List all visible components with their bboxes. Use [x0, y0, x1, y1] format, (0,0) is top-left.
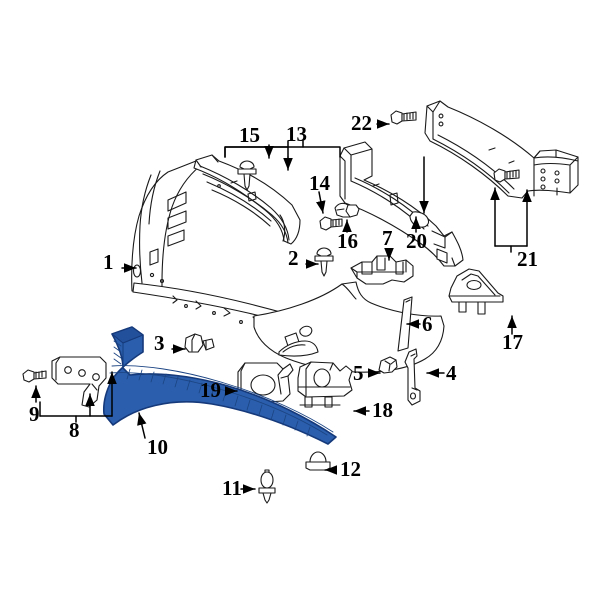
part-8-side-bracket — [51, 356, 107, 408]
callout-19[interactable]: 19 — [200, 378, 221, 402]
callout-8[interactable]: 8 — [69, 418, 80, 442]
part-17-tow-bracket — [448, 268, 504, 315]
bracket-13 — [224, 146, 341, 158]
callout-11[interactable]: 11 — [222, 476, 242, 500]
part-7-air-guide — [350, 255, 414, 285]
callout-21[interactable]: 21 — [517, 247, 538, 271]
callout-6[interactable]: 6 — [422, 312, 433, 336]
part-outlines — [22, 100, 579, 504]
callout-14[interactable]: 14 — [309, 171, 330, 195]
part-20-absorber — [339, 141, 464, 267]
callout-13[interactable]: 13 — [286, 122, 307, 146]
callout-2[interactable]: 2 — [288, 246, 299, 270]
callout-9[interactable]: 9 — [29, 402, 40, 426]
part-1-bumper-cover — [131, 160, 445, 373]
callout-4[interactable]: 4 — [446, 361, 457, 385]
leader-lines — [31, 119, 532, 494]
callout-12[interactable]: 12 — [340, 457, 361, 481]
fasteners — [22, 110, 520, 504]
part-4-side-stay — [404, 348, 421, 406]
callout-17[interactable]: 17 — [502, 330, 523, 354]
part-13-upper-grille — [193, 154, 301, 245]
leader-10 — [137, 412, 147, 439]
callout-20[interactable]: 20 — [406, 229, 427, 253]
part-18-fog-lamp-bracket — [297, 361, 353, 408]
part-6-trim-strip — [397, 296, 413, 352]
callout-10[interactable]: 10 — [147, 435, 168, 459]
callout-22[interactable]: 22 — [351, 111, 372, 135]
part-21-reinforcement-beam — [424, 100, 579, 199]
leader-brackets — [39, 140, 528, 423]
callout-16[interactable]: 16 — [337, 229, 358, 253]
callout-7[interactable]: 7 — [382, 226, 393, 250]
callout-15[interactable]: 15 — [239, 123, 260, 147]
callout-1[interactable]: 1 — [103, 250, 114, 274]
leader-14 — [316, 191, 326, 214]
callout-18[interactable]: 18 — [372, 398, 393, 422]
callout-5[interactable]: 5 — [353, 361, 364, 385]
callout-3[interactable]: 3 — [154, 331, 165, 355]
